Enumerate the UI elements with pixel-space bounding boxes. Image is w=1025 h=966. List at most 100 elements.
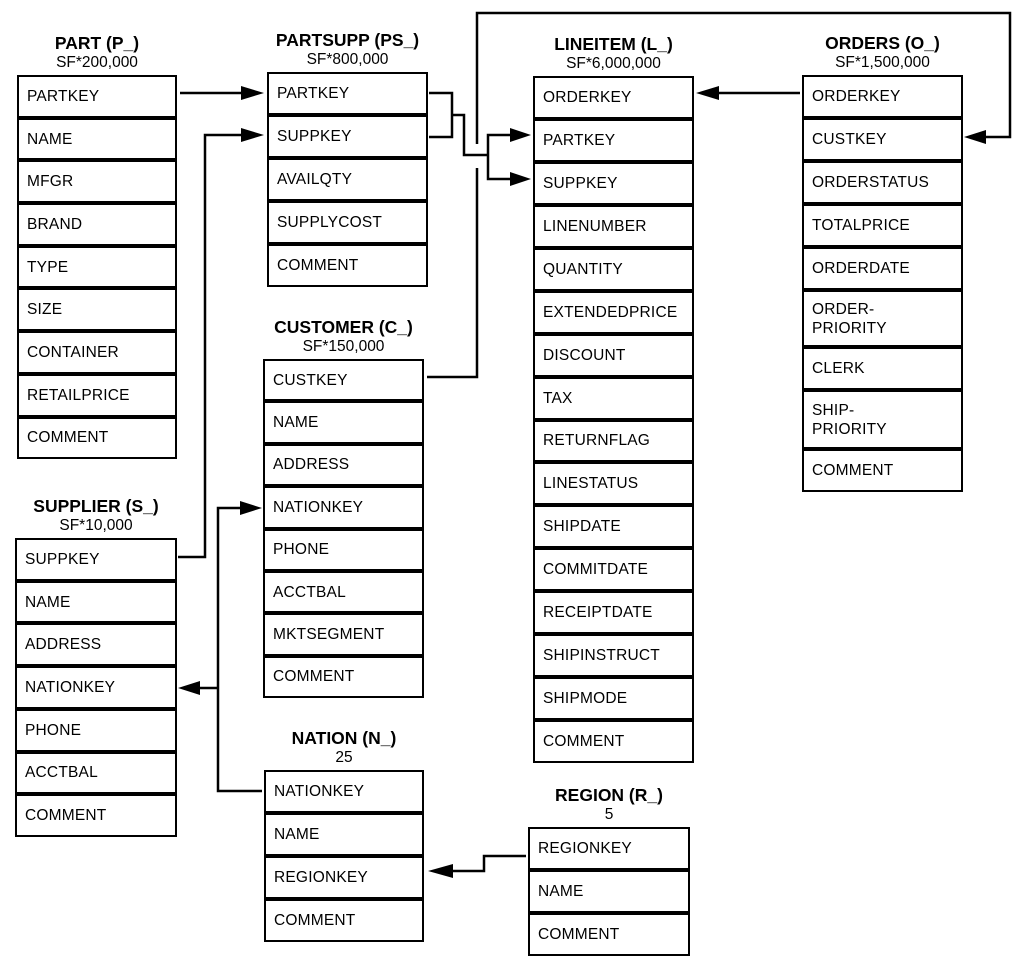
table-nation-cardinality: 25 xyxy=(335,749,353,766)
customer-column-mktsegment: MKTSEGMENT xyxy=(263,613,424,656)
arrowhead-orders-custkey xyxy=(964,130,986,144)
nation-column-regionkey: REGIONKEY xyxy=(264,856,424,899)
part-column-mfgr: MFGR xyxy=(17,160,177,204)
lineitem-column-partkey: PARTKEY xyxy=(533,118,694,162)
nation-column-nationkey: NATIONKEY xyxy=(264,770,424,813)
lineitem-column-commitdate: COMMITDATE xyxy=(533,548,694,592)
orders-column-orderstatus: ORDERSTATUS xyxy=(802,161,963,204)
lineitem-column-shipdate: SHIPDATE xyxy=(533,505,694,549)
table-supplier-header: SUPPLIER (S_) SF*10,000 xyxy=(0,496,246,536)
arrowhead-lineitem-partkey xyxy=(510,128,531,142)
supplier-column-address: ADDRESS xyxy=(15,623,177,667)
part-column-container: CONTAINER xyxy=(17,331,177,374)
partsupp-column-comment: COMMENT xyxy=(267,244,428,287)
supplier-column-comment: COMMENT xyxy=(15,794,177,838)
rel-partsupp-exit-bracket xyxy=(429,91,454,139)
table-customer-header: CUSTOMER (C_) SF*150,000 xyxy=(194,317,494,357)
table-orders-cardinality: SF*1,500,000 xyxy=(835,54,930,71)
arrowhead-lineitem-orderkey xyxy=(696,86,719,100)
table-part-title: PART (P_) xyxy=(54,33,140,53)
lineitem-column-linenumber: LINENUMBER xyxy=(533,204,694,248)
arrowhead-partsupp-partkey xyxy=(241,86,264,100)
rel-lineitem-entry-bracket xyxy=(486,133,510,181)
table-partsupp-cardinality: SF*800,000 xyxy=(306,51,389,68)
table-region-header: REGION (R_) 5 xyxy=(459,785,759,825)
supplier-column-name: NAME xyxy=(15,580,177,624)
lineitem-column-tax: TAX xyxy=(533,376,694,420)
lineitem-column-linestatus: LINESTATUS xyxy=(533,462,694,506)
customer-column-acctbal: ACCTBAL xyxy=(263,570,424,614)
table-supplier-title: SUPPLIER (S_) xyxy=(33,496,159,516)
lineitem-column-shipinstruct: SHIPINSTRUCT xyxy=(533,634,694,678)
part-column-type: TYPE xyxy=(17,245,177,289)
table-part-header: PART (P_) SF*200,000 xyxy=(0,33,247,73)
partsupp-column-availqty: AVAILQTY xyxy=(267,158,428,201)
lineitem-column-returnflag: RETURNFLAG xyxy=(533,419,694,463)
partsupp-column-suppkey: SUPPKEY xyxy=(267,115,428,158)
part-column-retailprice: RETAILPRICE xyxy=(17,373,177,417)
lineitem-column-extendedprice: EXTENDEDPRICE xyxy=(533,290,694,334)
part-column-partkey: PARTKEY xyxy=(17,75,177,118)
table-partsupp-title: PARTSUPP (PS_) xyxy=(275,30,420,50)
part-column-size: SIZE xyxy=(17,288,177,332)
orders-column-totalprice: TOTALPRICE xyxy=(802,204,963,247)
customer-column-comment: COMMENT xyxy=(263,655,424,699)
table-lineitem-header: LINEITEM (L_) SF*6,000,000 xyxy=(464,34,764,74)
table-customer-title: CUSTOMER (C_) xyxy=(274,317,413,337)
table-lineitem-cardinality: SF*6,000,000 xyxy=(566,55,661,72)
partsupp-column-partkey: PARTKEY xyxy=(267,72,428,115)
region-column-comment: COMMENT xyxy=(528,913,690,956)
orders-column-order-priority: ORDER- PRIORITY xyxy=(802,290,963,347)
lineitem-column-comment: COMMENT xyxy=(533,720,694,763)
nation-column-name: NAME xyxy=(264,813,424,856)
lineitem-column-shipmode: SHIPMODE xyxy=(533,677,694,721)
table-partsupp-header: PARTSUPP (PS_) SF*800,000 xyxy=(198,30,498,70)
orders-column-orderkey: ORDERKEY xyxy=(802,75,963,118)
nation-column-comment: COMMENT xyxy=(264,899,424,942)
arrowhead-lineitem-suppkey xyxy=(510,172,531,186)
supplier-column-nationkey: NATIONKEY xyxy=(15,666,177,709)
table-nation-title: NATION (N_) xyxy=(291,728,397,748)
orders-column-orderdate: ORDERDATE xyxy=(802,247,963,290)
lineitem-column-quantity: QUANTITY xyxy=(533,247,694,291)
region-column-regionkey: REGIONKEY xyxy=(528,827,690,870)
orders-column-comment: COMMENT xyxy=(802,449,963,492)
rel-partsupp-lineitem-link xyxy=(452,113,488,157)
orders-column-clerk: CLERK xyxy=(802,347,963,390)
rel-region-regionkey-to-nation xyxy=(453,854,526,873)
supplier-column-acctbal: ACCTBAL xyxy=(15,751,177,795)
arrowhead-partsupp-suppkey xyxy=(241,128,264,142)
part-column-comment: COMMENT xyxy=(17,416,177,460)
customer-column-address: ADDRESS xyxy=(263,443,424,487)
customer-column-name: NAME xyxy=(263,401,424,444)
lineitem-column-suppkey: SUPPKEY xyxy=(533,161,694,205)
customer-column-custkey: CUSTKEY xyxy=(263,359,424,402)
arrowhead-supplier-nationkey xyxy=(178,681,200,695)
table-customer-cardinality: SF*150,000 xyxy=(302,338,385,355)
region-column-name: NAME xyxy=(528,870,690,913)
part-column-brand: BRAND xyxy=(17,203,177,246)
table-region-cardinality: 5 xyxy=(604,806,614,823)
partsupp-column-supplycost: SUPPLYCOST xyxy=(267,201,428,244)
arrowhead-nation-regionkey xyxy=(428,864,453,878)
customer-column-nationkey: NATIONKEY xyxy=(263,486,424,529)
table-region-title: REGION (R_) xyxy=(555,785,663,805)
table-orders-title: ORDERS (O_) xyxy=(825,33,940,53)
customer-column-phone: PHONE xyxy=(263,528,424,571)
lineitem-column-receiptdate: RECEIPTDATE xyxy=(533,591,694,635)
orders-column-custkey: CUSTKEY xyxy=(802,118,963,161)
orders-column-ship-priority: SHIP- PRIORITY xyxy=(802,390,963,449)
